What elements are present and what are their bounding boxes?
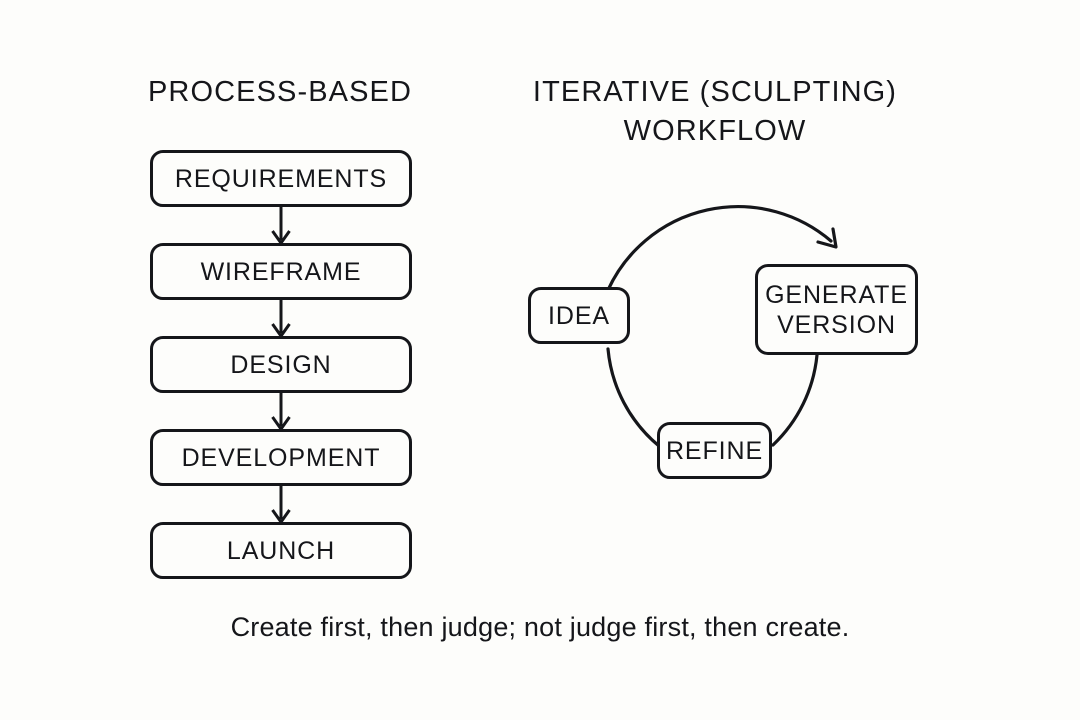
left-column-title: PROCESS-BASED (147, 76, 413, 108)
cycle-arrowhead (816, 227, 838, 249)
cycle-node-refine[interactable]: REFINE (657, 422, 772, 479)
cycle-arc-refine-to-idea (606, 347, 661, 448)
cycle-node-generate-version[interactable]: GENERATE VERSION (755, 264, 918, 355)
diagram-caption: Create first, then judge; not judge firs… (230, 612, 850, 642)
iterative-cycle-arc (606, 205, 838, 448)
process-step-requirements[interactable]: REQUIREMENTS (150, 150, 412, 207)
process-step-launch[interactable]: LAUNCH (150, 522, 412, 579)
cycle-arc-idea-to-generate (606, 205, 833, 292)
cycle-arc-generate-to-refine (771, 353, 819, 447)
cycle-node-idea[interactable]: IDEA (528, 287, 630, 344)
process-step-design[interactable]: DESIGN (150, 336, 412, 393)
process-step-wireframe[interactable]: WIREFRAME (150, 243, 412, 300)
process-step-development[interactable]: DEVELOPMENT (150, 429, 412, 486)
right-column-title: ITERATIVE (SCULPTING) WORKFLOW (532, 76, 898, 147)
